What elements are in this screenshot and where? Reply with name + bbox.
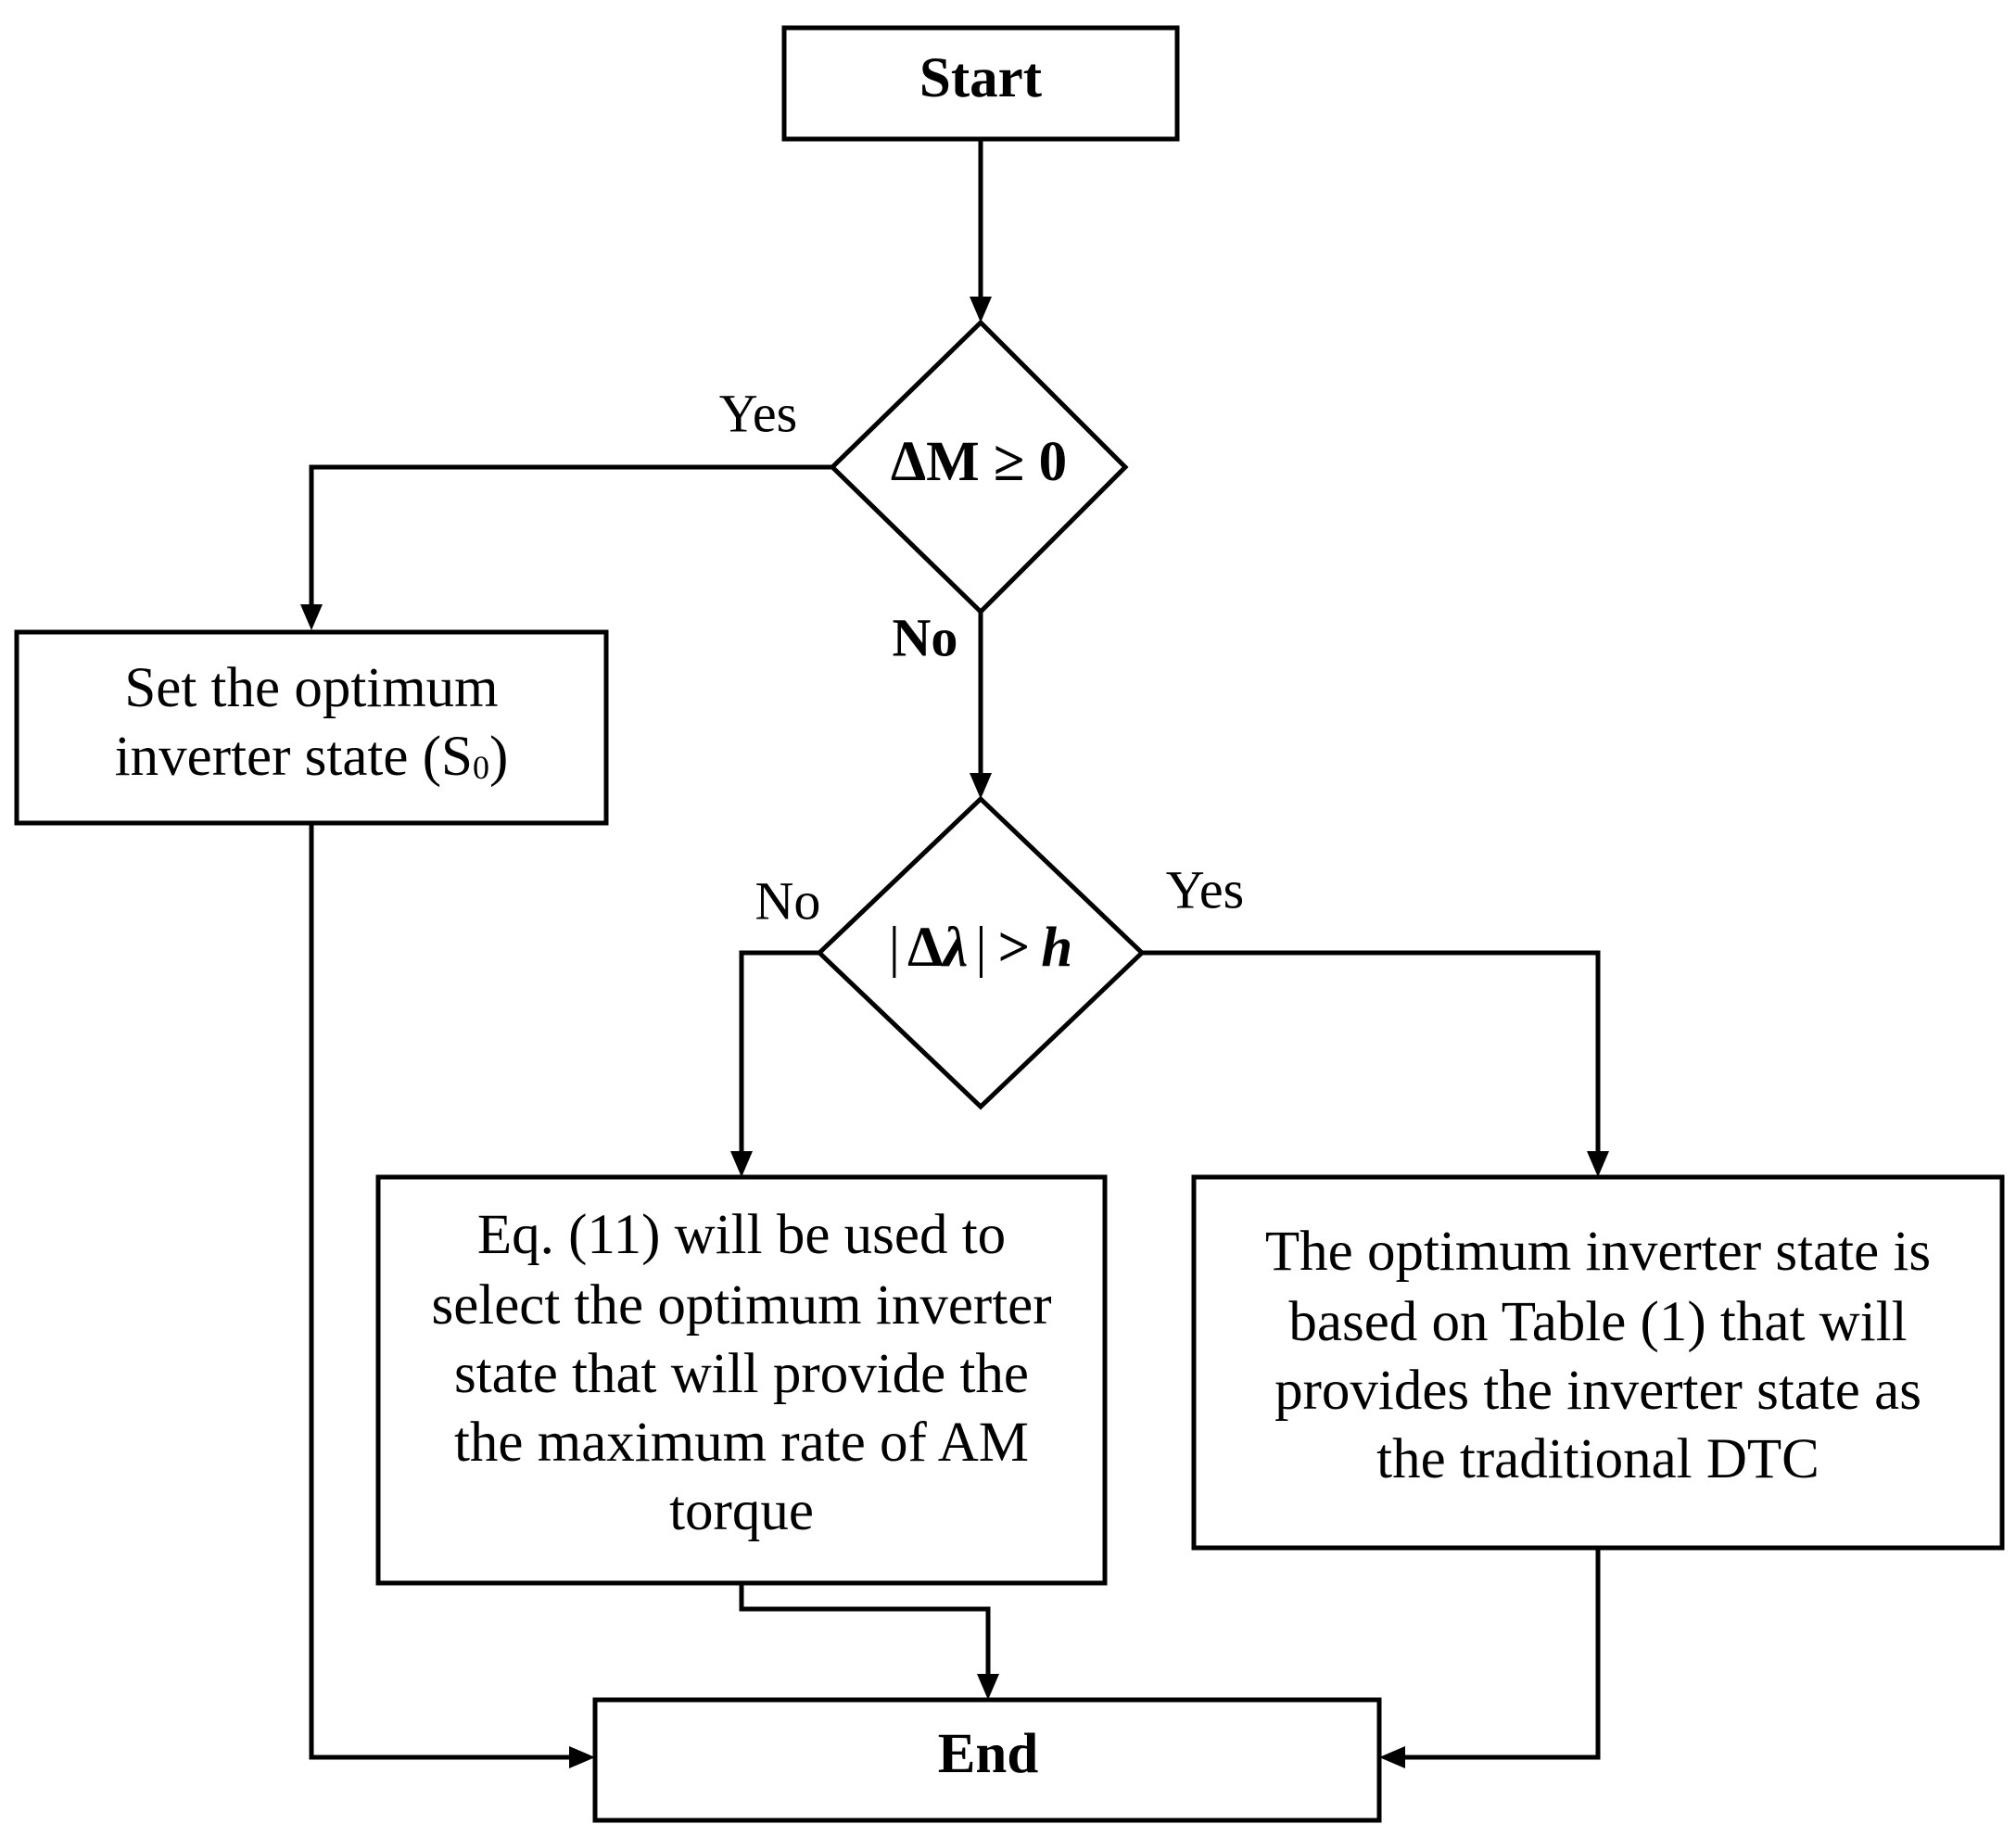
arrow-torque-yes: [309, 464, 832, 615]
table1-line-2: based on Table (1) that will: [1288, 1291, 1907, 1353]
arrowhead-setopt-to-end: [569, 1746, 595, 1768]
eq11-node: Eq. (11) will be used to select the opti…: [375, 1174, 1108, 1586]
flux-abs-right: |: [975, 917, 986, 979]
decision-flux-node: |Δλ|>h: [816, 795, 1146, 1110]
table1-line-1: The optimum inverter state is: [1265, 1221, 1931, 1283]
flux-lambda: λ: [940, 917, 968, 979]
table1-node: The optimum inverter state is based on T…: [1191, 1174, 2005, 1551]
end-label: End: [938, 1723, 1039, 1785]
set-optimum-node: Set the optimum inverter state (S0): [14, 629, 609, 826]
start-node: Start: [781, 25, 1180, 142]
flux-var: h: [1041, 917, 1072, 979]
flux-op: >: [998, 917, 1031, 979]
decision-torque-condition: ΔM ≥ 0: [891, 431, 1067, 493]
decision-torque-node: ΔM ≥ 0: [829, 319, 1129, 615]
arrowhead-table1-to-end: [1379, 1746, 1405, 1768]
label-torque-no: No: [893, 607, 958, 667]
arrow-setopt-to-end: [309, 823, 580, 1760]
arrowhead-torque-no: [970, 773, 992, 799]
label-flux-no: No: [755, 870, 821, 931]
arrow-table1-to-end: [1394, 1548, 1601, 1760]
set-optimum-line-2-main: inverter state (S: [115, 726, 473, 788]
start-label: Start: [919, 47, 1043, 109]
end-node: End: [592, 1697, 1382, 1823]
arrow-flux-no: [739, 950, 819, 1162]
arrowhead-eq11-to-end: [977, 1674, 999, 1700]
flux-abs-left: |: [889, 917, 900, 979]
label-torque-yes: Yes: [719, 383, 797, 443]
arrowhead-torque-yes: [300, 604, 323, 630]
table1-line-4: the traditional DTC: [1376, 1428, 1819, 1490]
set-optimum-line-2: inverter state (S0): [115, 726, 509, 788]
eq11-line-3: state that will provide the: [454, 1343, 1029, 1405]
set-optimum-subscript: 0: [473, 749, 489, 786]
arrowhead-flux-yes: [1587, 1151, 1609, 1177]
decision-flux-condition: |Δλ|>h: [889, 917, 1072, 979]
arrowhead-flux-no: [730, 1151, 753, 1177]
label-flux-yes: Yes: [1166, 859, 1244, 919]
eq11-line-4: the maximum rate of AM: [454, 1412, 1029, 1474]
arrowhead-start-to-decision: [970, 297, 992, 323]
flux-delta: Δ: [907, 917, 943, 979]
arrow-flux-yes: [1142, 950, 1601, 1162]
eq11-line-2: select the optimum inverter: [431, 1274, 1051, 1337]
table1-line-3: provides the inverter state as: [1274, 1360, 1921, 1422]
connectors: [300, 139, 1609, 1768]
set-optimum-line-1: Set the optimum: [124, 657, 498, 719]
eq11-line-1: Eq. (11) will be used to: [477, 1204, 1006, 1266]
set-optimum-close-paren: ): [489, 726, 508, 788]
eq11-line-5: torque: [669, 1480, 814, 1542]
arrow-eq11-to-end: [739, 1583, 991, 1685]
